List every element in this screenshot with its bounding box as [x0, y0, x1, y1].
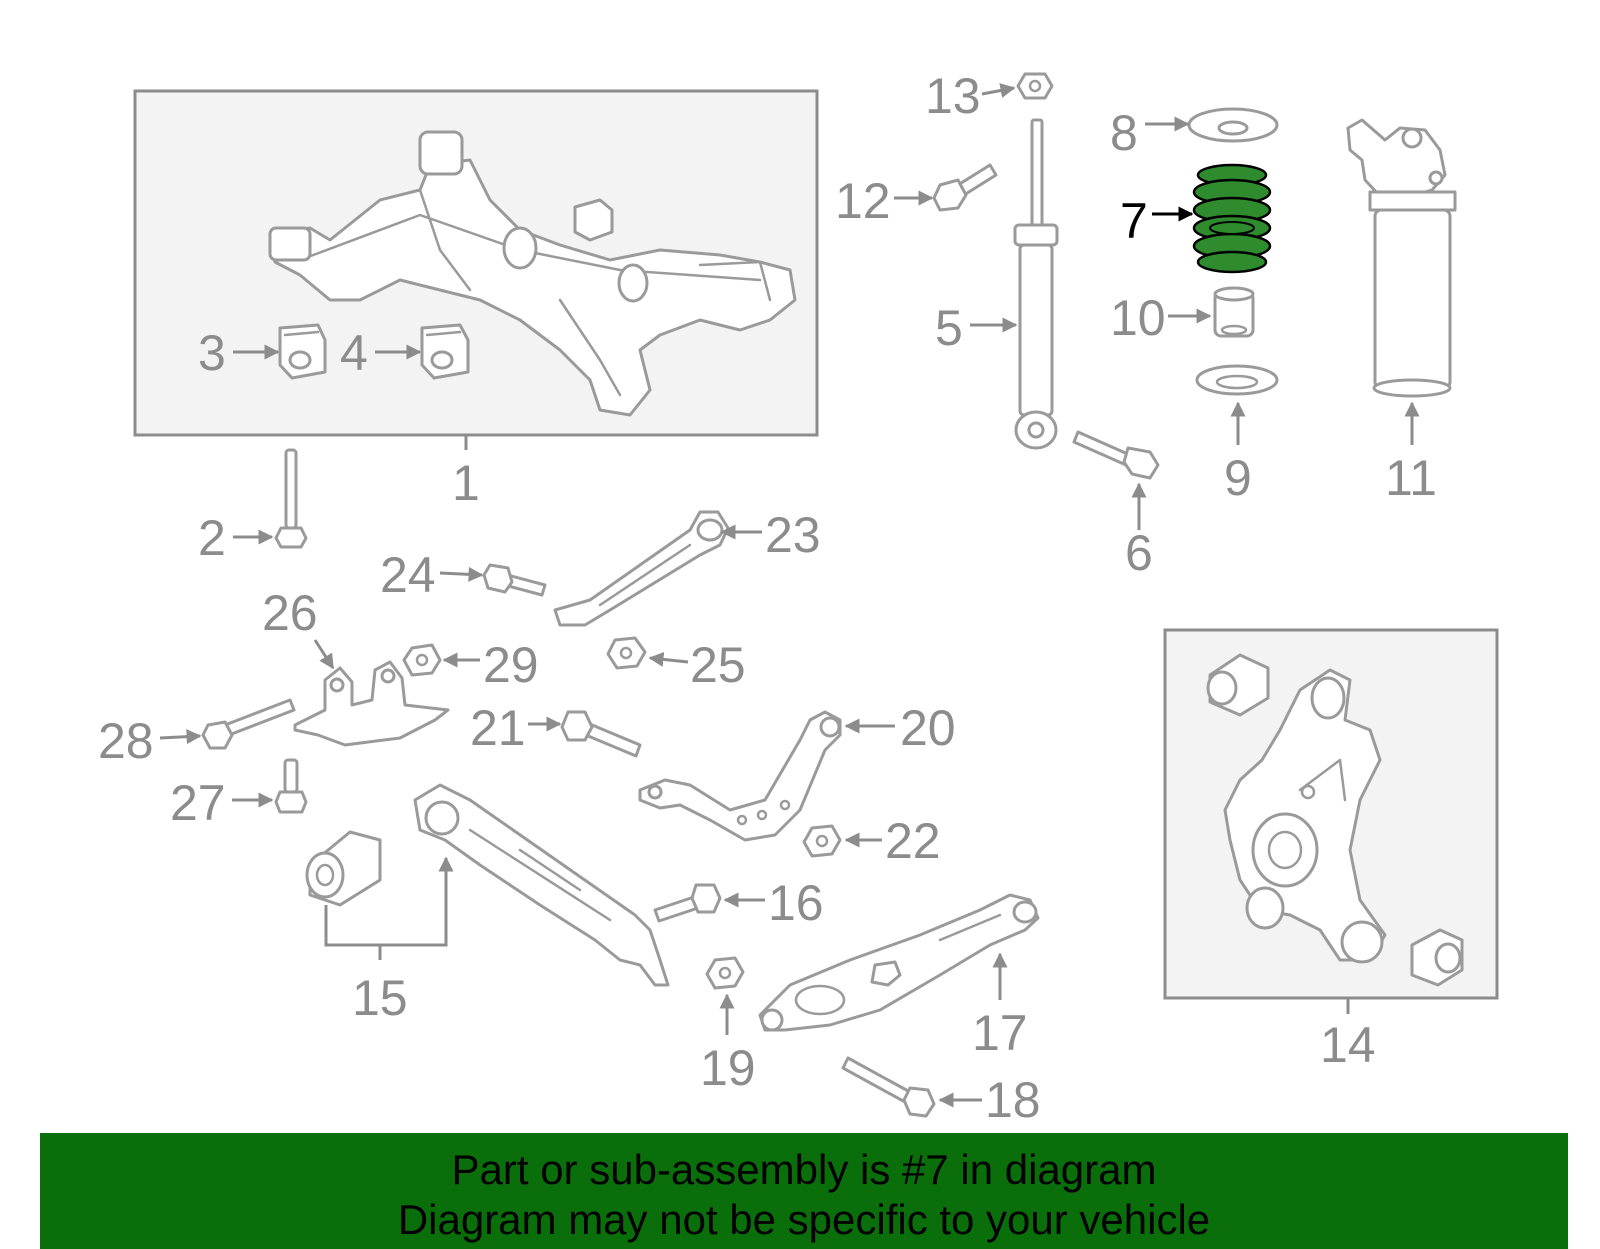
callout-16: 16 — [768, 875, 824, 931]
callout-12: 12 — [835, 173, 891, 229]
callout-18: 18 — [985, 1072, 1041, 1128]
part-2-bolt[interactable] — [274, 448, 308, 549]
callout-23: 23 — [765, 507, 821, 563]
part-23-upper-link[interactable] — [553, 510, 730, 627]
part-26-bracket[interactable] — [293, 660, 450, 747]
callout-15: 15 — [352, 970, 408, 1026]
callout-13: 13 — [925, 68, 981, 124]
part-14-knuckle[interactable] — [1223, 668, 1387, 964]
callout-6: 6 — [1125, 525, 1153, 581]
part-4-bushing[interactable] — [420, 323, 470, 380]
part-16-bolt[interactable] — [653, 883, 722, 923]
callout-8: 8 — [1110, 105, 1138, 161]
callout-1: 1 — [452, 455, 480, 511]
part-21-bolt[interactable] — [560, 710, 642, 758]
callout-25: 25 — [690, 637, 746, 693]
part-15-bushing[interactable] — [305, 830, 382, 907]
part-14-bushing-lower[interactable] — [1410, 928, 1464, 987]
banner-line-2: Diagram may not be specific to your vehi… — [397, 1196, 1211, 1243]
part-15-trailing-link[interactable] — [413, 783, 670, 987]
part-20-link[interactable] — [638, 710, 842, 842]
callout-22: 22 — [885, 813, 941, 869]
part-1-subframe[interactable] — [268, 130, 797, 417]
callout-21: 21 — [470, 700, 526, 756]
part-19-nut[interactable] — [705, 956, 745, 990]
part-14-bushing-upper[interactable] — [1206, 653, 1270, 717]
part-13-nut[interactable] — [1016, 72, 1054, 100]
callout-3: 3 — [198, 325, 226, 381]
banner-line-1: Part or sub-assembly is #7 in diagram — [451, 1146, 1157, 1193]
callout-10: 10 — [1110, 290, 1166, 346]
callout-26: 26 — [262, 585, 318, 641]
part-22-nut[interactable] — [802, 824, 842, 858]
callout-27: 27 — [170, 775, 226, 831]
part-11-strut-assembly[interactable] — [1346, 118, 1457, 398]
part-5-shock-absorber[interactable] — [1013, 118, 1059, 450]
part-12-bolt[interactable] — [932, 163, 998, 212]
callout-20: 20 — [900, 700, 956, 756]
callout-24: 24 — [380, 547, 436, 603]
callout-14: 14 — [1320, 1017, 1376, 1073]
part-28-bolt[interactable] — [201, 698, 296, 750]
part-6-bolt[interactable] — [1072, 430, 1160, 480]
part-3-bushing[interactable] — [278, 323, 327, 380]
part-7-coil-spring[interactable] — [1192, 163, 1272, 274]
callout-17: 17 — [972, 1005, 1028, 1061]
callout-7: 7 — [1120, 193, 1148, 249]
part-25-nut[interactable] — [606, 636, 647, 670]
part-10-bump-stop[interactable] — [1213, 286, 1255, 338]
part-8-spring-seat[interactable] — [1187, 107, 1279, 143]
part-24-bolt[interactable] — [482, 563, 547, 597]
callout-5: 5 — [935, 300, 963, 356]
part-18-bolt[interactable] — [841, 1056, 936, 1118]
part-29-nut[interactable] — [402, 643, 442, 677]
callout-2: 2 — [198, 510, 226, 566]
callout-29: 29 — [483, 637, 539, 693]
part-27-bolt[interactable] — [274, 758, 308, 814]
callout-19: 19 — [700, 1040, 756, 1096]
callout-9: 9 — [1224, 450, 1252, 506]
callout-4: 4 — [340, 325, 368, 381]
notice-banner: Part or sub-assembly is #7 in diagram Di… — [40, 1133, 1568, 1249]
part-9-spring-seat[interactable] — [1195, 364, 1279, 396]
callout-11: 11 — [1385, 450, 1437, 506]
part-17-lower-control-arm[interactable] — [758, 893, 1040, 1032]
callout-28: 28 — [98, 713, 154, 769]
